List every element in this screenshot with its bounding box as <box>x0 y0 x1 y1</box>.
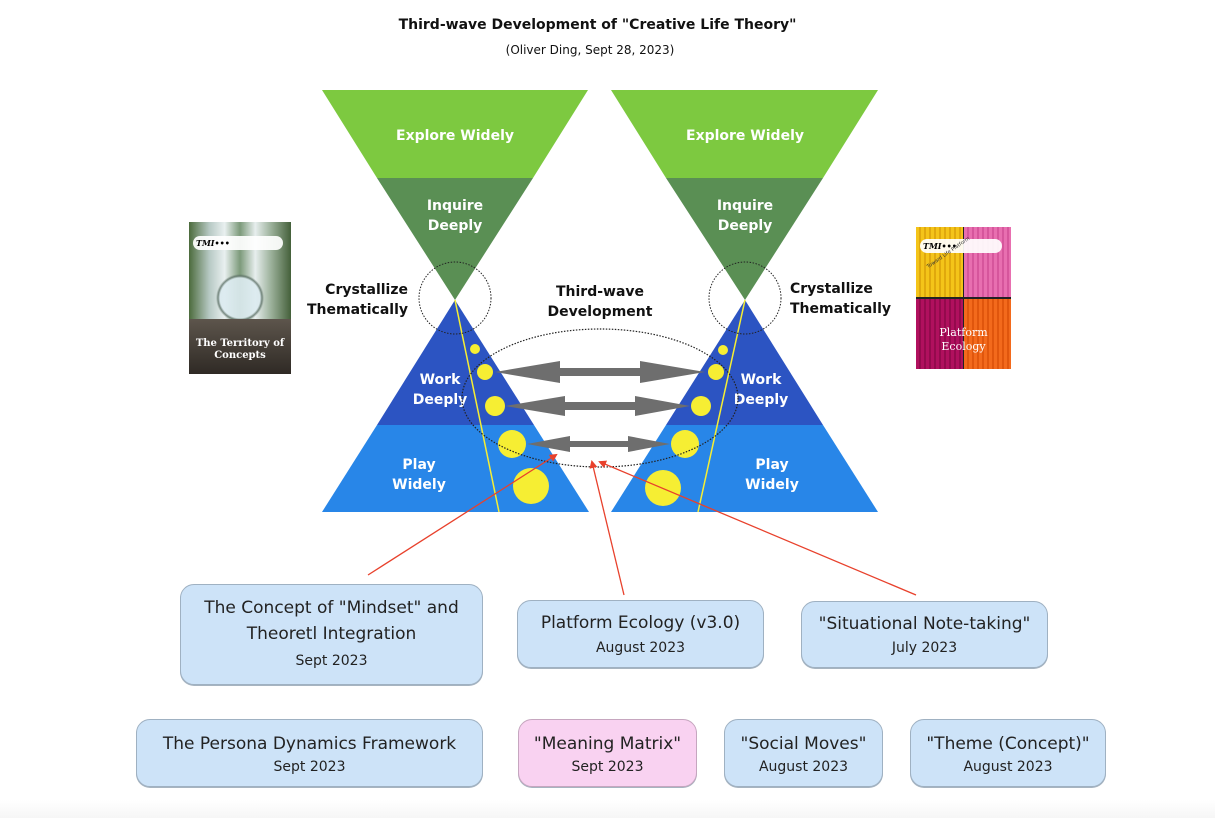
third-wave-ellipse <box>461 328 739 468</box>
left-work-label-1: Work <box>420 372 461 388</box>
double-arrow-middle <box>505 396 690 416</box>
bottom-fade <box>0 800 1215 818</box>
card-mindset: The Concept of "Mindset" and Theoretl In… <box>180 584 483 685</box>
book-title: The Territory of Concepts <box>195 338 285 361</box>
book-badge: TMI••• <box>193 236 283 250</box>
card-title-line: The Concept of "Mindset" and <box>204 598 459 618</box>
left-crystallize-circle <box>418 261 492 335</box>
card-title-line: Theoretl Integration <box>246 624 417 644</box>
crystallize-right-label: Crystallize Thematically <box>790 279 910 319</box>
diagram-title: Third-wave Development of "Creative Life… <box>398 17 797 33</box>
right-work-label-1: Work <box>741 372 782 388</box>
right-pyramid: Work Deeply Play Widely <box>611 299 878 513</box>
left-play-label-1: Play <box>402 457 435 473</box>
card-date: Sept 2023 <box>295 653 368 669</box>
card-meaning-matrix: "Meaning Matrix" Sept 2023 <box>518 719 697 787</box>
right-work-layer <box>666 300 823 425</box>
right-explore-layer <box>611 90 878 178</box>
crystallize-right-line-1: Crystallize <box>790 281 873 297</box>
double-arrow-bottom <box>527 436 670 452</box>
left-inquire-label-1: Inquire <box>427 198 483 214</box>
left-inquire-layer <box>377 178 533 300</box>
right-explore-label: Explore Widely <box>686 128 804 144</box>
left-work-layer <box>377 300 534 425</box>
crystallize-left-label: Crystallize Thematically <box>300 280 408 320</box>
cover-quadrant <box>916 227 963 297</box>
left-dot-3 <box>485 396 505 416</box>
left-inquire-label-2: Deeply <box>428 218 483 234</box>
card-title-line: "Meaning Matrix" <box>533 734 682 754</box>
crystallize-left-line-1: Crystallize <box>325 282 408 298</box>
left-dot-4 <box>498 430 526 458</box>
card-situational-note-taking: "Situational Note-taking" July 2023 <box>801 601 1048 668</box>
right-inquire-label-1: Inquire <box>717 198 773 214</box>
right-inquire-label-2: Deeply <box>718 218 773 234</box>
right-play-label-1: Play <box>755 457 788 473</box>
card-title-line: The Persona Dynamics Framework <box>162 734 457 754</box>
card-title-line: "Social Moves" <box>740 734 867 754</box>
left-explore-layer <box>322 90 588 178</box>
book-title: Platform Ecology <box>939 326 988 353</box>
diagram-subtitle: (Oliver Ding, Sept 28, 2023) <box>505 43 675 57</box>
red-arrow-platform <box>589 460 625 596</box>
left-funnel: Explore Widely Inquire Deeply <box>322 90 588 300</box>
left-dot-1 <box>470 344 480 354</box>
right-dot-3 <box>691 396 711 416</box>
third-wave-label: Third-wave Development <box>530 282 670 322</box>
left-explore-label: Explore Widely <box>396 128 514 144</box>
book-cover-platform-ecology: TMI••• Toward Life Platform Platform Eco… <box>916 227 1011 369</box>
book-badge: TMI••• <box>920 239 1002 253</box>
left-pyramid: Work Deeply Play Widely <box>322 299 589 513</box>
left-play-label-2: Widely <box>392 477 446 493</box>
card-date: Sept 2023 <box>571 759 644 775</box>
cover-quadrant <box>964 299 1011 369</box>
right-inquire-layer <box>666 178 823 300</box>
book-cover-territory-of-concepts: TMI••• The Territory of Concepts <box>189 222 291 374</box>
card-theme-concept: "Theme (Concept)" August 2023 <box>910 719 1106 787</box>
right-crystallize-circle <box>708 261 782 335</box>
card-title-line: Platform Ecology (v3.0) <box>540 613 741 633</box>
third-wave-line-1: Third-wave <box>555 284 645 300</box>
left-yellow-axis <box>454 299 500 513</box>
card-date: August 2023 <box>963 759 1053 775</box>
card-persona-dynamics: The Persona Dynamics Framework Sept 2023 <box>136 719 483 787</box>
right-funnel: Explore Widely Inquire Deeply <box>611 90 878 300</box>
left-dot-5 <box>513 468 549 504</box>
right-work-label-2: Deeply <box>734 392 789 408</box>
cover-quadrant <box>916 299 963 369</box>
right-dot-2 <box>708 364 724 380</box>
book-cover-rock <box>189 319 291 374</box>
right-dot-1 <box>718 345 728 355</box>
double-arrow-top <box>495 361 705 383</box>
card-date: August 2023 <box>595 640 686 656</box>
red-arrow-situational <box>598 460 917 596</box>
gray-double-arrows <box>495 361 705 452</box>
right-dot-4 <box>671 430 699 458</box>
right-play-label-2: Widely <box>745 477 799 493</box>
third-wave-line-2: Development <box>547 304 653 320</box>
red-arrow-mindset <box>367 453 558 576</box>
left-dot-2 <box>477 364 493 380</box>
card-title-line: "Situational Note-taking" <box>818 614 1031 634</box>
crystallize-left-line-2: Thematically <box>306 302 408 318</box>
card-title-line: "Theme (Concept)" <box>926 734 1090 754</box>
left-play-layer <box>322 425 589 512</box>
card-platform-ecology: Platform Ecology (v3.0) August 2023 <box>517 600 764 668</box>
left-work-label-2: Deeply <box>413 392 468 408</box>
crystallize-right-line-2: Thematically <box>790 301 892 317</box>
card-date: Sept 2023 <box>273 759 346 775</box>
card-date: July 2023 <box>891 640 958 656</box>
cover-quadrant <box>964 227 1011 297</box>
right-yellow-axis <box>697 299 746 513</box>
card-social-moves: "Social Moves" August 2023 <box>724 719 883 787</box>
red-pointer-arrows <box>367 453 917 596</box>
card-date: August 2023 <box>758 759 849 775</box>
